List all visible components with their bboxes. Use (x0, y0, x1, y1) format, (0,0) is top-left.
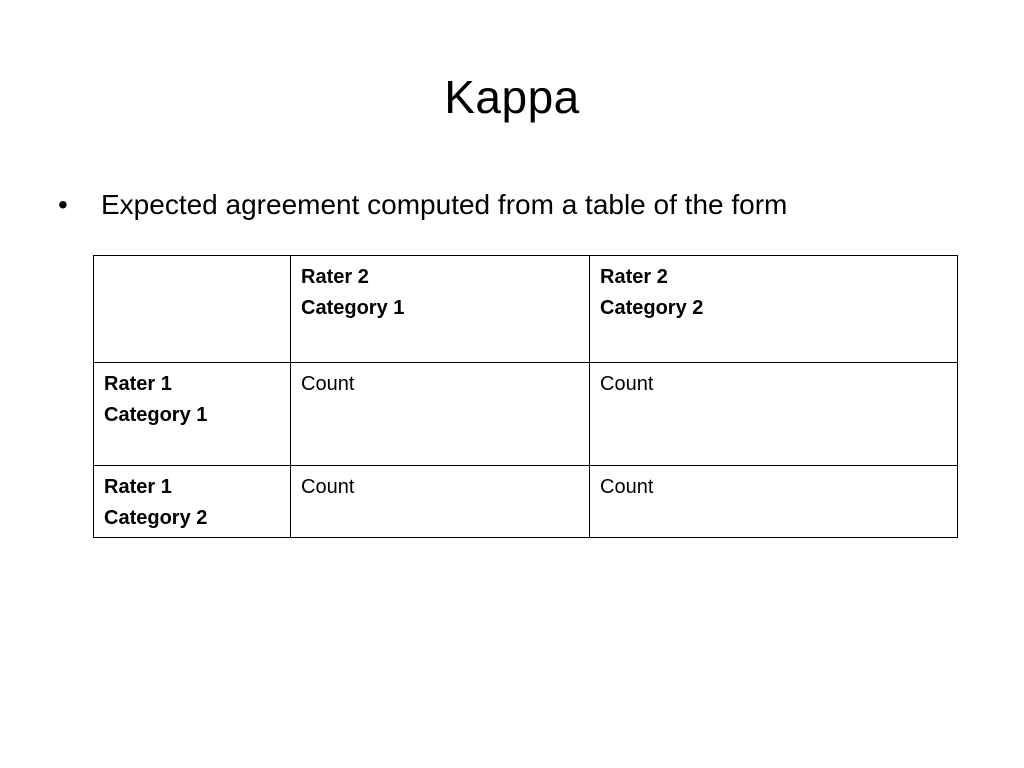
column-header-line1: Rater 2 (600, 266, 668, 288)
agreement-table: Rater 2 Category 1 Rater 2 Category 2 Ra… (93, 255, 958, 538)
cell-value: Count (600, 476, 654, 498)
table-cell: Count (290, 362, 590, 466)
row-header-line1: Rater 1 (104, 373, 172, 395)
table-cell: Count (290, 465, 590, 538)
column-header-line2: Category 1 (301, 297, 405, 319)
column-header-rater2-category1: Rater 2 Category 1 (290, 255, 590, 363)
row-header-rater1-category1: Rater 1 Category 1 (93, 362, 291, 466)
table-cell: Count (589, 465, 958, 538)
table-row: Rater 1 Category 2 Count Count (93, 465, 958, 538)
row-header-line2: Category 1 (104, 404, 208, 426)
table-header-row: Rater 2 Category 1 Rater 2 Category 2 (93, 255, 958, 363)
column-header-line2: Category 2 (600, 297, 704, 319)
table-corner-cell (93, 255, 291, 363)
row-header-rater1-category2: Rater 1 Category 2 (93, 465, 291, 538)
cell-value: Count (301, 476, 355, 498)
row-header-line2: Category 2 (104, 507, 208, 529)
cell-value: Count (301, 373, 355, 395)
cell-value: Count (600, 373, 654, 395)
table-cell: Count (589, 362, 958, 466)
row-header-line1: Rater 1 (104, 476, 172, 498)
column-header-rater2-category2: Rater 2 Category 2 (589, 255, 958, 363)
bullet-text: Expected agreement computed from a table… (101, 189, 788, 220)
column-header-line1: Rater 2 (301, 266, 369, 288)
bullet-dot-icon: • (58, 189, 68, 220)
slide-title: Kappa (444, 71, 580, 123)
table-row: Rater 1 Category 1 Count Count (93, 362, 958, 466)
